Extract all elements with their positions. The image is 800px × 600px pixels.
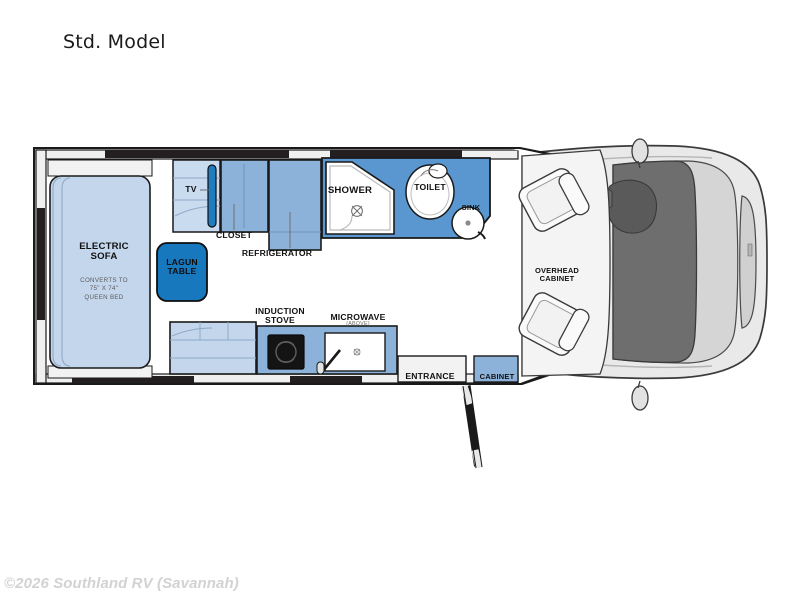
label-lagun-table: LAGUN TABLE [166,257,198,277]
captain-chair-lower [518,292,590,356]
tv-cabinet [172,159,221,233]
label-entrance: ENTRANCE [405,371,455,381]
faucet [477,231,486,240]
label-overhead-cabinet: OVERHEAD CABINET [534,266,580,284]
label-toilet: TOILET [414,182,446,192]
lagun-table [156,242,208,302]
electric-sofa [47,159,153,379]
refrigerator [268,159,322,251]
induction-stove-top [267,334,305,370]
galley-counter [256,325,398,375]
shower [325,161,395,235]
cab-interior [518,149,611,377]
label-cabinet: CABINET [479,372,515,381]
window-top-left [105,150,289,158]
window-bottom-right [290,376,362,383]
label-sink: SINK [461,203,481,212]
label-refrigerator: REFRIGERATOR [241,248,313,258]
copyright-notice: ©2026 Southland RV (Savannah) [4,575,239,592]
side-mirror-top [631,138,649,164]
galley-faucet [320,349,342,373]
entry-cabinet [473,355,519,383]
window-top-right [330,150,462,158]
toilet [405,163,455,220]
window-bottom-left [72,376,194,383]
label-closet: CLOSET [215,230,253,240]
tv-panel [207,164,217,228]
label-shower: SHOWER [327,185,373,196]
front-grille [739,195,757,329]
label-sofa-note: CONVERTS TO 75" X 74" QUEEN BED [80,277,128,301]
label-electric-sofa: ELECTRIC SOFA [79,241,129,263]
page-title: Std. Model [63,31,166,53]
label-induction-stove: INDUCTION STOVE [255,306,305,326]
chair-headrest-lower [558,308,590,352]
side-mirror-bottom [631,385,649,411]
label-leader-lines [200,189,291,248]
entrance-step [397,355,467,383]
label-tv: TV [185,184,197,194]
chair-headrest-upper [558,172,590,216]
entry-door [460,384,483,469]
dashboard [606,179,658,234]
sink [451,206,486,240]
lower-bench [169,321,257,375]
window-rear [37,208,45,320]
label-microwave: MICROWAVE (ABOVE) [330,312,386,328]
captain-chair-upper [518,168,590,232]
